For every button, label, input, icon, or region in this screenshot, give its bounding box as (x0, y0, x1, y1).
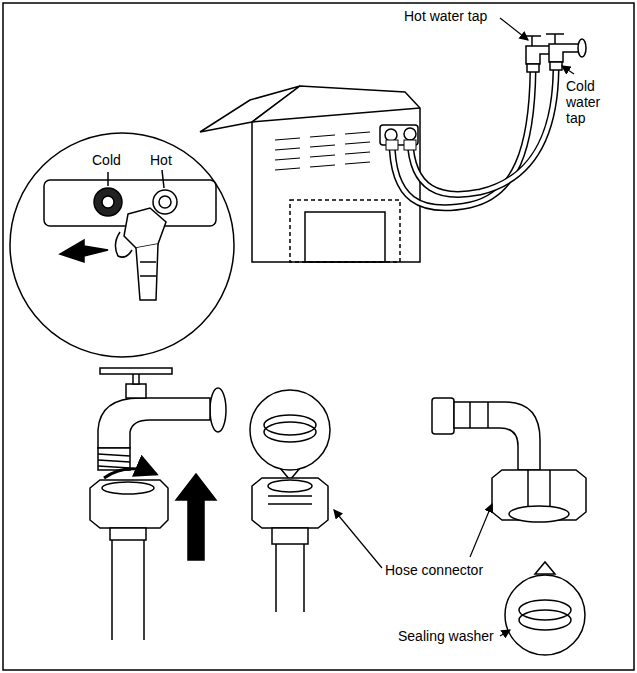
label-text: Cold water tap (566, 78, 616, 126)
inlet-hoses (386, 70, 556, 208)
tap-connection (90, 368, 226, 640)
part-label: Hose connector (385, 562, 495, 578)
leader-lines (334, 18, 574, 636)
part-label: Sealing washer (398, 628, 502, 644)
label-text: Hot water tap (404, 8, 504, 24)
wall-taps (523, 34, 586, 72)
inlet-inset (10, 133, 234, 357)
frame (3, 3, 634, 670)
hose-connector-middle (250, 390, 330, 612)
inlet-label: Hot (150, 152, 182, 168)
hose-connector-elbow (432, 398, 586, 655)
inlet-label: Cold (92, 152, 132, 168)
